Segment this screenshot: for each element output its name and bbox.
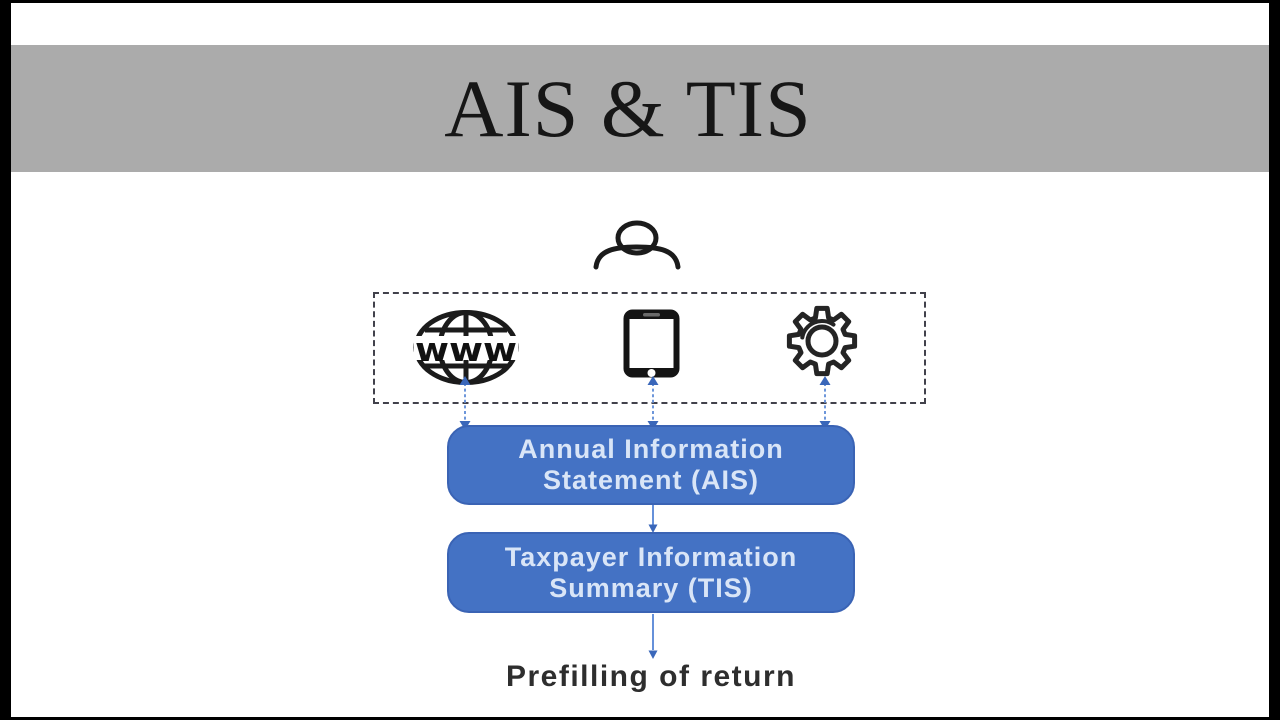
globe-www-icon: www [413,310,519,385]
footer-label: Prefilling of return [505,660,796,693]
down-arrow-ais-tis [648,505,658,533]
tis-box: Taxpayer Information Summary (TIS) [447,532,855,613]
double-arrow-phone-ais [647,376,659,430]
page-title: AIS & TIS [444,62,812,154]
down-arrow-tis-prefilling [648,614,658,659]
phone-speaker [643,313,660,317]
www-label: www [415,330,517,369]
smartphone-icon [623,309,680,378]
person-icon [593,220,681,270]
phone-home-button [647,369,656,377]
gear-icon [786,305,858,377]
ais-box-line1: Annual Information [518,434,784,464]
ais-box: Annual Information Statement (AIS) [447,425,855,505]
www-band [414,336,518,360]
ais-box-line2: Statement (AIS) [542,465,760,495]
double-arrow-gear-ais [819,376,831,430]
double-arrow-globe-ais [459,376,471,430]
tis-box-line1: Taxpayer Information [504,541,798,572]
tis-box-line2: Summary (TIS) [549,572,753,603]
title-band: AIS & TIS [11,45,1269,172]
data-sources-panel [373,292,926,404]
